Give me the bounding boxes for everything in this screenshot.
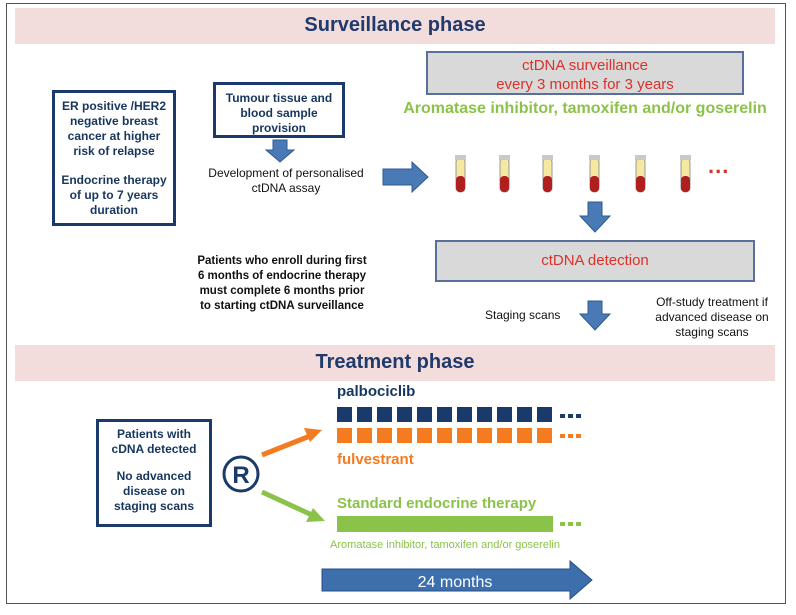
blood-tube-6 bbox=[680, 155, 691, 193]
arrow-to-palbociclib-line bbox=[261, 433, 311, 458]
duration-label: 24 months bbox=[418, 574, 493, 591]
surveillance-box-frequency: every 3 months for 3 years bbox=[496, 76, 674, 93]
blood-tube-2 bbox=[499, 155, 510, 193]
enroll-note: Patients who enroll during first 6 month… bbox=[197, 255, 367, 312]
arrow-down-staging bbox=[578, 300, 612, 331]
treatment-title: Treatment phase bbox=[315, 351, 475, 373]
patients-box: Patients with cDNA detected No advanced … bbox=[96, 419, 212, 527]
surveillance-title: Surveillance phase bbox=[304, 14, 486, 36]
patients-detected: Patients with cDNA detected bbox=[111, 427, 197, 456]
eligibility-duration: Endocrine therapy of up to 7 years durat… bbox=[61, 173, 167, 217]
ctdna-detection-box: ctDNA detection bbox=[435, 240, 755, 282]
assay-text: Development of personalised ctDNA assay bbox=[208, 166, 364, 195]
randomisation-letter: R bbox=[232, 462, 249, 489]
standard-therapy-detail: Aromatase inhibitor, tamoxifen and/or go… bbox=[330, 539, 560, 551]
arrow-to-palbociclib-head bbox=[304, 428, 322, 442]
arrow-to-standard-line bbox=[260, 489, 314, 518]
palbociclib-label: palbociclib bbox=[337, 383, 416, 400]
eligibility-box: ER positive /HER2 negative breast cancer… bbox=[52, 90, 176, 226]
arrow-to-standard-head bbox=[306, 508, 325, 522]
eligibility-criteria: ER positive /HER2 negative breast cancer… bbox=[61, 99, 167, 158]
more-tubes-ellipsis: ... bbox=[708, 153, 730, 178]
arrow-right-tubes bbox=[382, 160, 429, 194]
blood-tube-4 bbox=[589, 155, 600, 193]
ctdna-surveillance-box: ctDNA surveillance every 3 months for 3 … bbox=[426, 51, 744, 95]
treatment-header-band: Treatment phase bbox=[15, 345, 775, 381]
fulvestrant-schedule bbox=[337, 428, 581, 443]
palbociclib-schedule bbox=[337, 407, 581, 422]
off-study-text: Off-study treatment if advanced disease … bbox=[655, 295, 769, 339]
blood-tube-5 bbox=[635, 155, 646, 193]
tissue-sample-box: Tumour tissue and blood sample provision bbox=[213, 82, 345, 138]
arrow-down-assay bbox=[264, 139, 296, 163]
blood-tube-1 bbox=[455, 155, 466, 193]
hormone-therapy-text: Aromatase inhibitor, tamoxifen and/or go… bbox=[403, 100, 767, 117]
surveillance-box-title: ctDNA surveillance bbox=[522, 57, 648, 74]
randomisation-circle bbox=[222, 455, 260, 493]
fulvestrant-label: fulvestrant bbox=[337, 451, 414, 468]
arrow-down-detection bbox=[578, 201, 612, 233]
standard-therapy-bar bbox=[337, 516, 581, 532]
diagram-frame bbox=[6, 3, 786, 604]
standard-therapy-label: Standard endocrine therapy bbox=[337, 495, 537, 512]
surveillance-header-band: Surveillance phase bbox=[15, 8, 775, 44]
patients-no-advanced: No advanced disease on staging scans bbox=[113, 469, 195, 513]
staging-scans-text: Staging scans bbox=[485, 308, 561, 322]
blood-tube-3 bbox=[542, 155, 553, 193]
duration-arrow bbox=[321, 559, 593, 601]
